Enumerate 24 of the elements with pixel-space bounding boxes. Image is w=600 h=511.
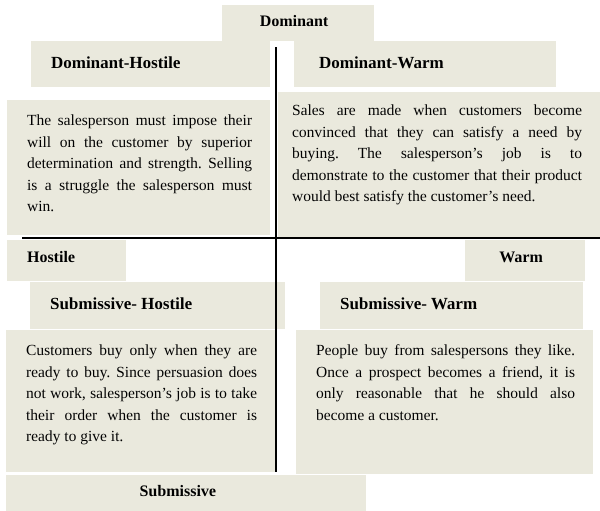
axis-label: Warm [498,248,544,268]
label-box [31,41,270,87]
quadrant-title: Submissive- Warm [340,294,478,314]
quadrant-title: Dominant-Hostile [51,53,182,73]
label-box [6,330,275,472]
quadrant-description: People buy from salespersons they like. Once a prospect becomes a friend, it is only reasonable that he should also become a customer. [316,341,575,426]
label-box [30,282,285,329]
quadrant-title: Submissive- Hostile [50,294,194,314]
label-box [320,282,583,329]
quadrant-description: The salesperson must impose their will on the customer by superior determination and strength. Selling is a struggle the salesperson must win. [27,111,252,217]
axis-label: Dominant [258,12,330,32]
quadrant-title: Dominant-Warm [319,53,445,73]
label-box [222,5,374,41]
axis-label: Hostile [27,248,76,268]
label-box [296,330,593,474]
label-box [7,240,126,281]
quadrant-description: Sales are made when customers become convinced that they can satisfy a need by buying. The salesperson’s job is to demonstrate to the customer that their product would best satisfy the customer’s need. [292,101,582,207]
label-box [294,41,556,87]
label-box [278,92,600,238]
quadrant-description: Customers buy only when they are ready to buy. Since persuasion does not work, salesperson’s job is to take their order when the customer is ready to give it. [26,341,257,447]
label-box [465,240,585,281]
label-box [6,475,366,511]
label-box [7,100,270,235]
axis-label: Submissive [138,482,216,502]
